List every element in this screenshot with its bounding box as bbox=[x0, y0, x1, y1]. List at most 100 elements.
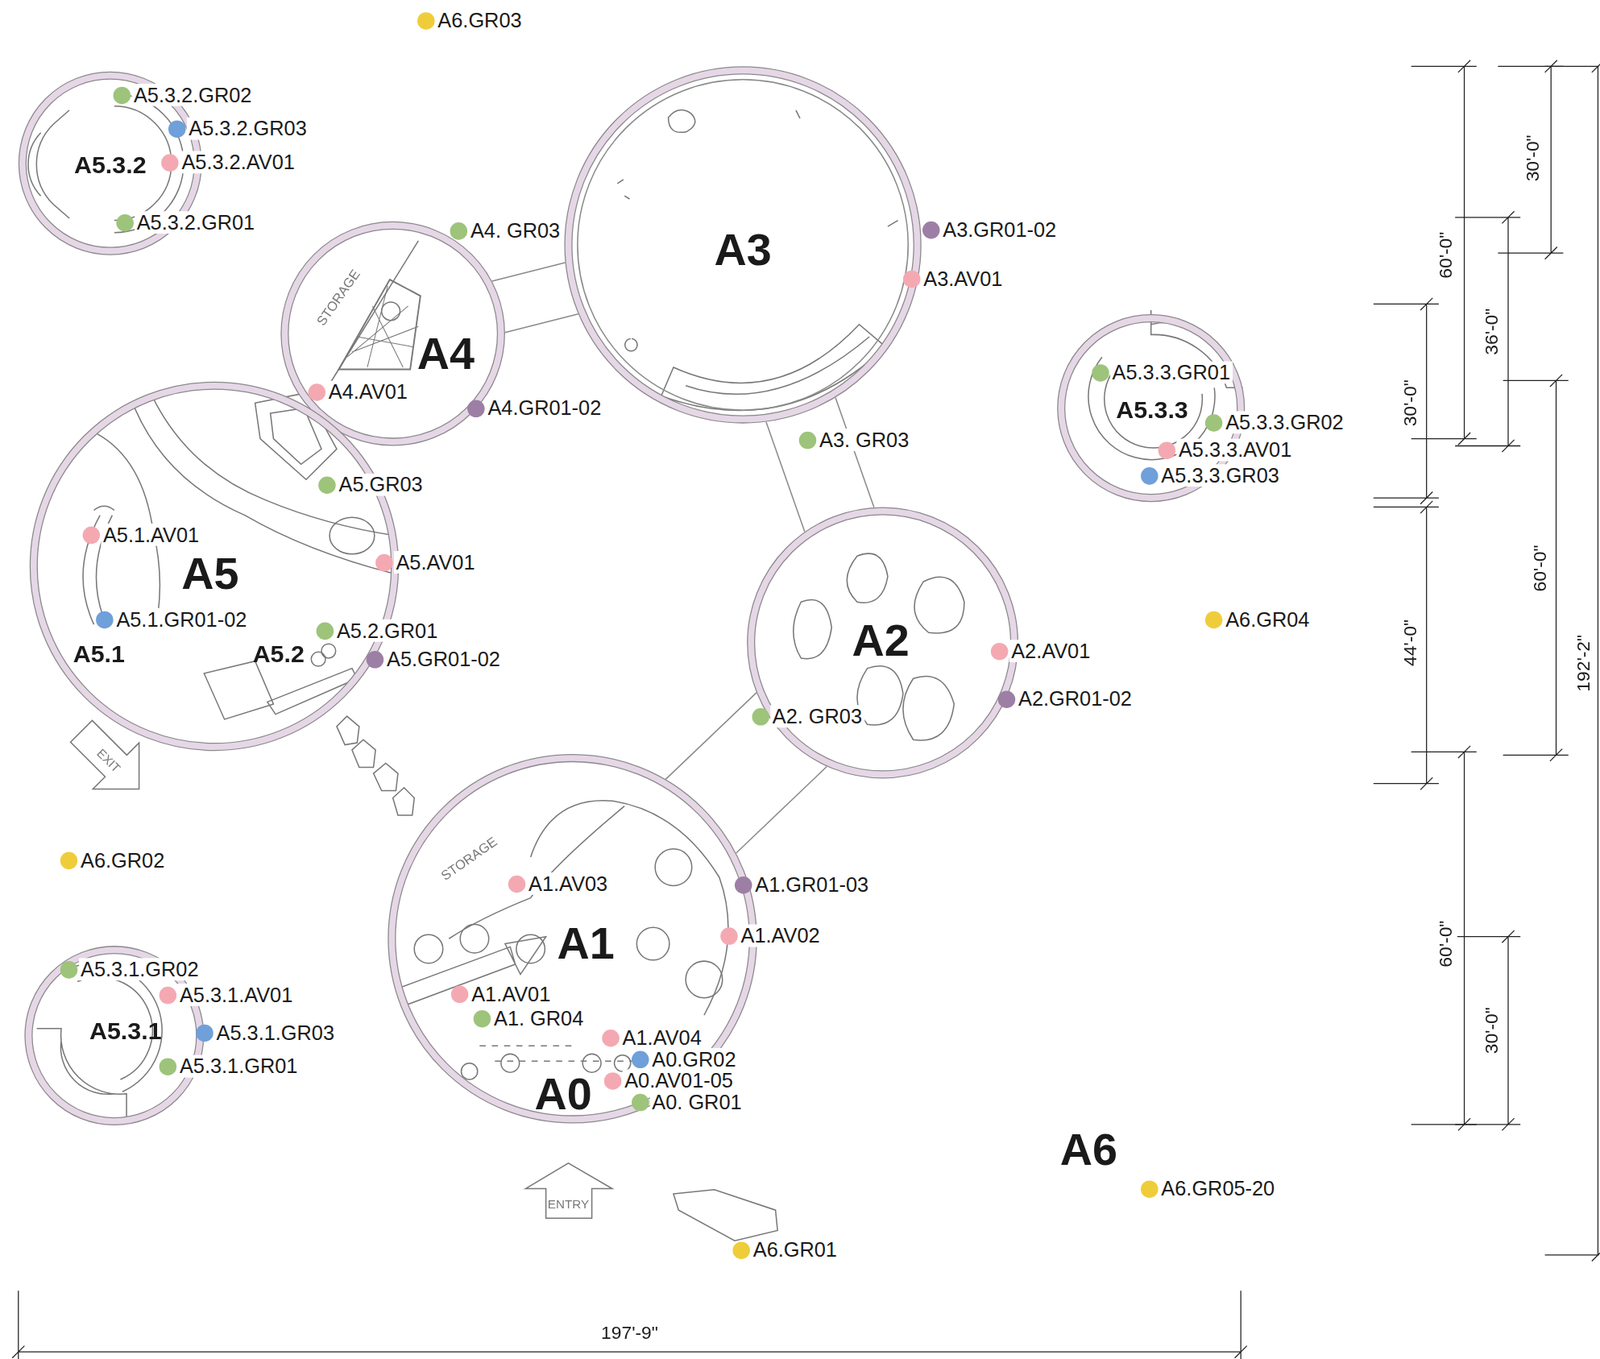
outline-line bbox=[388, 754, 757, 1124]
sensor-label: A5.3.1.AV01 bbox=[177, 983, 295, 1007]
sensor-dot bbox=[365, 650, 384, 668]
plan-stroke bbox=[12, 1290, 1248, 1359]
sensor-label: A5.3.2.GR02 bbox=[131, 83, 254, 107]
sensor-label: A5.3.2.AV01 bbox=[179, 150, 297, 174]
sensor-label: A5.3.1.GR03 bbox=[214, 1021, 337, 1045]
plan-stroke bbox=[67, 963, 163, 1092]
plan-stroke bbox=[1373, 298, 1439, 505]
sensor-dot bbox=[902, 269, 921, 288]
room-circle: A5 bbox=[29, 381, 400, 752]
outline-line bbox=[288, 228, 498, 439]
sensor-label: A1.AV01 bbox=[469, 982, 553, 1006]
sensor-dot bbox=[374, 553, 393, 572]
plan-stroke bbox=[321, 643, 336, 659]
corridor-wall bbox=[736, 766, 828, 854]
outline-band bbox=[28, 949, 200, 1122]
sensor-label: A3.GR01-02 bbox=[940, 218, 1059, 241]
plan-stroke bbox=[1454, 211, 1521, 452]
sensor-dot bbox=[1139, 1180, 1158, 1198]
plan-stroke bbox=[352, 739, 376, 767]
plan-stroke bbox=[448, 800, 729, 1016]
sensor-label: A1.GR01-03 bbox=[753, 873, 871, 896]
sensor-label: A2.AV01 bbox=[1009, 639, 1093, 663]
plan-stroke bbox=[617, 110, 898, 352]
sensor-dot bbox=[1091, 364, 1110, 382]
plan-stroke bbox=[203, 661, 357, 720]
sensor-label: A5.GR01-02 bbox=[385, 647, 503, 671]
sensor-label: A0.GR02 bbox=[650, 1048, 738, 1071]
plan-stroke bbox=[685, 961, 723, 999]
corridor-wall bbox=[505, 314, 579, 333]
plan-stroke bbox=[393, 787, 415, 816]
sensor-label: A4.AV01 bbox=[326, 380, 410, 403]
sensor-label: A6.GR05-20 bbox=[1159, 1177, 1277, 1201]
sensor-label: A5.3.3.AV01 bbox=[1176, 439, 1294, 462]
outline-line bbox=[395, 762, 751, 1117]
sensor-dot bbox=[158, 986, 177, 1004]
sensor-dot bbox=[466, 399, 485, 418]
dimension-text: 44'-0" bbox=[1401, 617, 1422, 668]
dimension-text: 30'-0" bbox=[1523, 132, 1544, 184]
room-name: A3 bbox=[713, 225, 771, 275]
outline-line bbox=[24, 946, 204, 1126]
outline-line bbox=[572, 74, 914, 416]
plan-stroke bbox=[460, 1063, 477, 1080]
room-name: A5.3.3 bbox=[1115, 396, 1189, 423]
entry-exit-arrows bbox=[58, 708, 613, 1219]
outline-band bbox=[391, 758, 753, 1120]
dimension-text: 192'-2" bbox=[1574, 632, 1595, 694]
area-name: A0 bbox=[532, 1069, 594, 1119]
sensor-dot bbox=[450, 985, 469, 1004]
sensor-dot bbox=[733, 875, 752, 894]
outline-band bbox=[284, 225, 502, 443]
sensor-dot bbox=[630, 1050, 649, 1069]
plan-stroke bbox=[1545, 60, 1600, 1262]
sensor-dot bbox=[1139, 466, 1158, 485]
plan-stroke bbox=[373, 762, 398, 791]
plan-stroke bbox=[414, 934, 443, 963]
plan-stroke bbox=[460, 924, 489, 954]
sensor-dot bbox=[160, 153, 179, 172]
corridor-wall bbox=[492, 262, 566, 282]
sensor-dot bbox=[1157, 441, 1176, 460]
sensor-label: A5.AV01 bbox=[393, 551, 477, 574]
sensor-label: A6.GR01 bbox=[750, 1239, 839, 1262]
plan-stroke bbox=[1454, 930, 1521, 1131]
sensor-dot bbox=[59, 851, 78, 870]
sensor-label: A6.GR02 bbox=[78, 849, 167, 872]
plan-stroke bbox=[654, 849, 693, 887]
plan-stroke bbox=[673, 1189, 778, 1241]
sensor-label: A5.3.2.GR03 bbox=[186, 117, 310, 141]
corridor bbox=[492, 262, 579, 333]
sensor-label: A5.1.AV01 bbox=[100, 523, 201, 547]
sensor-dot bbox=[116, 213, 134, 232]
sensor-dot bbox=[997, 690, 1016, 709]
sensor-label: A0. GR01 bbox=[650, 1090, 744, 1114]
sensor-label: A3. GR03 bbox=[817, 428, 912, 452]
sensor-dot bbox=[307, 383, 326, 402]
sensor-dot bbox=[59, 960, 78, 979]
sensor-label: A5.3.3.GR03 bbox=[1159, 464, 1282, 487]
dimension-text: 197'-9" bbox=[599, 1323, 661, 1344]
sensor-dot bbox=[603, 1072, 622, 1091]
dimension-text: 30'-0" bbox=[1482, 1005, 1503, 1057]
outline-line bbox=[747, 507, 1019, 779]
sensor-label: A0.AV01-05 bbox=[622, 1069, 736, 1092]
sensor-dot bbox=[601, 1028, 620, 1047]
sensor-label: A5.2.GR01 bbox=[334, 619, 440, 643]
plan-stroke bbox=[1503, 374, 1569, 762]
plan-stroke bbox=[58, 708, 162, 813]
sensor-dot bbox=[921, 220, 940, 239]
rocks-benches bbox=[336, 716, 778, 1241]
sensor-dot bbox=[630, 1093, 649, 1111]
sensor-label: A4.GR01-02 bbox=[485, 397, 604, 420]
gallery-furniture bbox=[82, 110, 965, 1081]
room-circle: A3 bbox=[563, 66, 921, 423]
sensor-label: A2. GR03 bbox=[770, 704, 864, 728]
corridor-wall bbox=[665, 692, 757, 780]
sensor-dot bbox=[318, 476, 336, 494]
sensor-label: A3.AV01 bbox=[921, 267, 1005, 291]
